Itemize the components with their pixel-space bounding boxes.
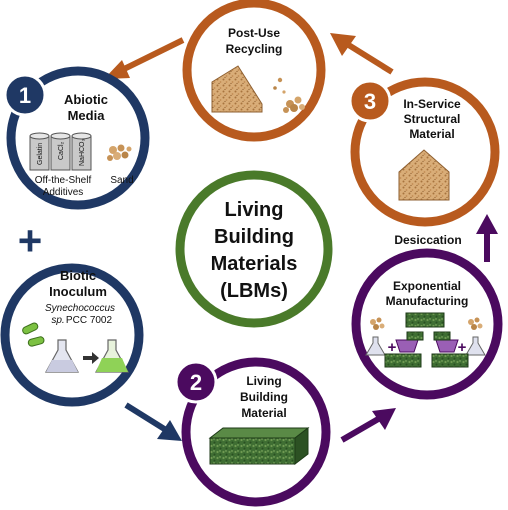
arrow-recycling-to-abiotic <box>120 37 185 73</box>
living-title-1: Living <box>246 374 281 388</box>
abiotic-number: 1 <box>19 83 31 108</box>
plus-right: + <box>458 339 467 356</box>
cyanobacteria-icon <box>22 322 45 347</box>
additives-caption-2: Additives <box>43 187 84 198</box>
flask-clear-icon <box>44 339 80 373</box>
inservice-title-3: Material <box>409 127 454 141</box>
parent-block-icon <box>405 312 445 328</box>
center-ring <box>175 170 333 328</box>
rubble-icon <box>273 77 305 113</box>
plus-left: + <box>388 339 397 356</box>
sand-pile-icon <box>107 144 132 161</box>
center-line-1: Living <box>225 199 284 221</box>
organism-name: Synechococcus <box>45 303 115 314</box>
abiotic-title-2: Media <box>68 108 106 123</box>
center-line-3: Materials <box>211 253 298 275</box>
inservice-number: 3 <box>364 89 376 114</box>
desiccation-label: Desiccation <box>394 233 461 247</box>
biotic-node: Biotic Inoculum Synechococcus sp. PCC 70… <box>0 263 144 407</box>
can-label-gelatin: Gelatin <box>37 143 44 165</box>
flask-green-icon <box>94 339 130 373</box>
biotic-title-1: Biotic <box>60 268 96 283</box>
arrow-living-to-exponential <box>340 415 382 443</box>
center-line-2: Building <box>214 226 294 248</box>
arrow-inservice-to-recycling <box>345 41 394 75</box>
inservice-title-1: In-Service <box>403 97 461 111</box>
child-block-right-icon <box>431 353 469 368</box>
abiotic-number-badge <box>3 73 47 117</box>
recycling-title-2: Recycling <box>226 42 283 56</box>
abiotic-node: 1 Abiotic Media Gelatin CaCl₂ NaHCO₃ Off… <box>3 66 150 210</box>
biotic-title-2: Inoculum <box>49 284 107 299</box>
living-title-2: Building <box>240 390 288 404</box>
living-number-badge <box>174 360 218 404</box>
inservice-title-2: Structural <box>404 112 461 126</box>
abiotic-title-1: Abiotic <box>64 92 108 107</box>
crumbling-material-icon <box>211 65 263 113</box>
flask-right-icon <box>465 336 486 356</box>
living-title-3: Material <box>241 406 286 420</box>
sand-small-left-icon <box>370 317 385 330</box>
recycling-node: Post-Use Recycling <box>182 0 326 142</box>
exponential-node: Exponential Manufacturing + + <box>351 248 503 400</box>
additives-caption-1: Off-the-Shelf <box>35 175 92 186</box>
inservice-number-badge <box>348 79 392 123</box>
arrow-head-living-to-exponential <box>372 408 396 430</box>
arrow-head-recycling-to-abiotic <box>104 60 130 79</box>
sand-label: Sand <box>110 175 133 186</box>
mold-left-icon <box>395 339 419 353</box>
recycling-ring <box>182 0 326 142</box>
house-shape-icon <box>398 149 450 201</box>
green-brick-icon <box>208 426 310 466</box>
arrow-biotic-to-living <box>124 402 168 433</box>
cycle-arrows <box>104 33 498 443</box>
transfer-arrow-icon <box>83 352 99 364</box>
center-node: Living Building Materials (LBMs) <box>175 170 333 328</box>
additive-cans-icon: Gelatin CaCl₂ NaHCO₃ <box>29 132 92 171</box>
exponential-title-2: Manufacturing <box>386 294 469 308</box>
child-block-left-icon <box>384 353 422 368</box>
inservice-node: 3 In-Service Structural Material <box>348 77 500 227</box>
organism-sp: sp. <box>51 315 64 326</box>
organism-strain: PCC 7002 <box>66 315 113 326</box>
recycling-title-1: Post-Use <box>228 26 280 40</box>
living-number: 2 <box>190 370 202 395</box>
can-label-nahco3: NaHCO₃ <box>79 138 86 166</box>
can-label-cacl2: CaCl₂ <box>58 141 65 160</box>
arrow-head-biotic-to-living <box>157 420 182 441</box>
arrow-head-inservice-to-recycling <box>330 33 356 56</box>
plus-symbol: + <box>18 217 43 264</box>
mold-right-icon <box>435 339 459 353</box>
center-line-4: (LBMs) <box>220 280 288 302</box>
arrow-head-exponential-to-inservice <box>476 214 498 234</box>
exponential-title-1: Exponential <box>393 279 461 293</box>
sand-small-right-icon <box>468 317 483 330</box>
living-node: 2 Living Building Material <box>174 357 331 507</box>
